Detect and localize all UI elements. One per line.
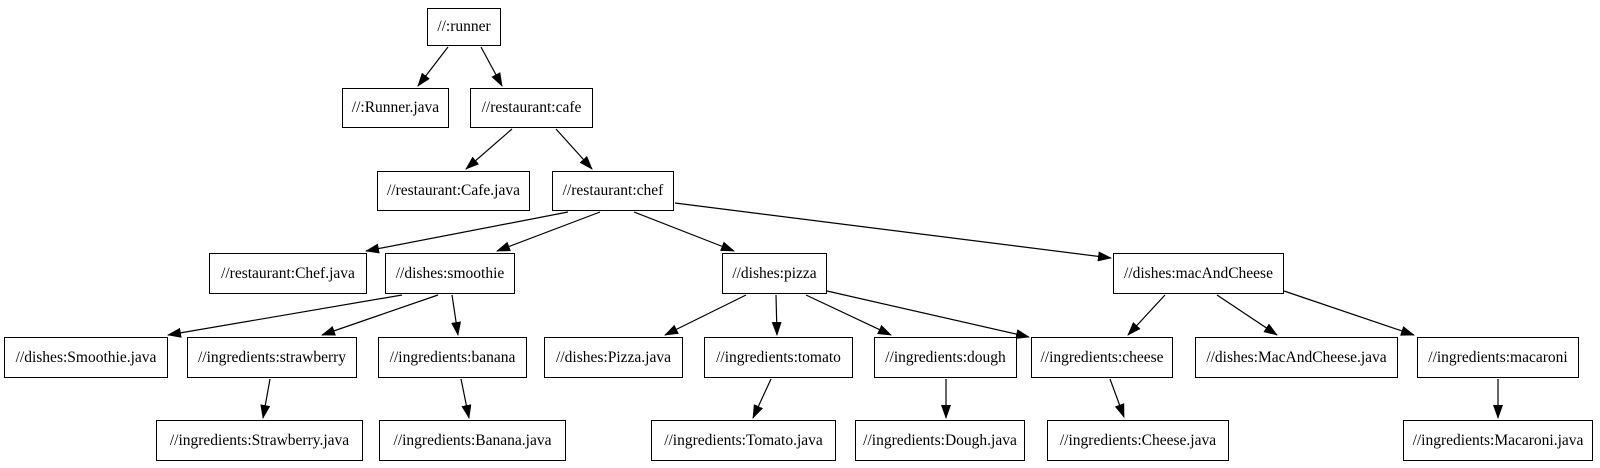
node-label: //dishes:macAndCheese	[1124, 264, 1273, 282]
node-smoothie-java: //dishes:Smoothie.java	[4, 337, 168, 378]
node-chef: //restaurant:chef	[552, 171, 674, 211]
node-banana-java: //ingredients:Banana.java	[379, 420, 566, 461]
node-label: //restaurant:Chef.java	[221, 264, 355, 282]
edge-pizza-to-dough	[805, 294, 892, 336]
node-dough: //ingredients:dough	[874, 337, 1017, 378]
edge-chef-to-mac-and-cheese	[674, 202, 1112, 262]
node-pizza: //dishes:pizza	[722, 253, 827, 294]
node-strawberry-java: //ingredients:Strawberry.java	[156, 420, 363, 461]
edge-mac-and-cheese-to-mac-and-cheese-java	[1216, 294, 1278, 336]
node-strawberry: //ingredients:strawberry	[187, 337, 357, 378]
node-cheese-java: //ingredients:Cheese.java	[1047, 420, 1229, 461]
edge-pizza-to-tomato	[771, 294, 782, 336]
node-runner: //:runner	[427, 8, 501, 46]
edge-runner-to-runner-java	[417, 46, 449, 87]
node-label: //restaurant:chef	[562, 182, 664, 200]
node-tomato-java: //ingredients:Tomato.java	[651, 420, 836, 461]
node-macaroni: //ingredients:macaroni	[1417, 337, 1579, 378]
edge-chef-to-chef-java	[365, 211, 569, 254]
node-label: //restaurant:Cafe.java	[387, 182, 520, 200]
node-mac-and-cheese-java: //dishes:MacAndCheese.java	[1195, 337, 1398, 378]
edge-mac-and-cheese-to-macaroni	[1283, 290, 1415, 336]
node-chef-java: //restaurant:Chef.java	[209, 253, 367, 294]
node-pizza-java: //dishes:Pizza.java	[544, 337, 683, 378]
edge-chef-to-smoothie	[496, 211, 601, 252]
node-label: //ingredients:strawberry	[197, 348, 347, 366]
node-label: //ingredients:Strawberry.java	[169, 431, 350, 449]
edge-pizza-to-cheese	[826, 290, 1030, 339]
node-label: //ingredients:Tomato.java	[664, 431, 823, 449]
edge-strawberry-to-strawberry-java	[260, 378, 271, 419]
node-cafe: //restaurant:cafe	[470, 88, 593, 128]
node-label: //ingredients:cheese	[1040, 348, 1164, 366]
node-label: //dishes:pizza	[732, 264, 817, 282]
node-label: //dishes:Smoothie.java	[15, 348, 157, 366]
edge-runner-to-cafe	[480, 46, 503, 87]
node-label: //:Runner.java	[351, 99, 440, 117]
node-smoothie: //dishes:smoothie	[385, 253, 515, 294]
node-label: //:runner	[437, 18, 491, 36]
node-label: //restaurant:cafe	[481, 99, 582, 117]
edge-banana-to-banana-java	[460, 378, 472, 419]
node-dough-java: //ingredients:Dough.java	[855, 420, 1025, 461]
node-label: //ingredients:banana	[389, 348, 516, 366]
node-tomato: //ingredients:tomato	[704, 337, 853, 378]
edge-smoothie-to-strawberry	[321, 294, 439, 336]
node-label: //dishes:smoothie	[395, 264, 505, 282]
node-label: //ingredients:Dough.java	[863, 431, 1017, 449]
edge-mac-and-cheese-to-cheese	[1127, 294, 1166, 336]
node-label: //ingredients:Cheese.java	[1059, 431, 1217, 449]
node-label: //ingredients:dough	[885, 348, 1006, 366]
edge-chef-to-pizza	[633, 211, 735, 252]
edge-cheese-to-cheese-java	[1109, 378, 1125, 418]
edge-tomato-to-tomato-java	[752, 378, 772, 419]
node-label: //dishes:Pizza.java	[556, 348, 671, 366]
node-macaroni-java: //ingredients:Macaroni.java	[1403, 420, 1593, 461]
node-cafe-java: //restaurant:Cafe.java	[377, 171, 530, 211]
edge-smoothie-to-banana	[451, 294, 462, 336]
node-label: //ingredients:tomato	[716, 348, 841, 366]
node-label: //ingredients:macaroni	[1428, 348, 1568, 366]
edge-smoothie-to-smoothie-java	[167, 294, 403, 338]
edge-cafe-to-chef	[555, 128, 593, 170]
node-label: //ingredients:Banana.java	[393, 431, 552, 449]
node-runner-java: //:Runner.java	[342, 88, 449, 128]
node-label: //ingredients:Macaroni.java	[1412, 431, 1584, 449]
node-cheese: //ingredients:cheese	[1031, 337, 1173, 378]
node-banana: //ingredients:banana	[378, 337, 527, 378]
node-label: //dishes:MacAndCheese.java	[1206, 348, 1387, 366]
node-mac-and-cheese: //dishes:macAndCheese	[1113, 253, 1284, 294]
edge-pizza-to-pizza-java	[664, 294, 747, 336]
edge-cafe-to-cafe-java	[465, 128, 513, 170]
